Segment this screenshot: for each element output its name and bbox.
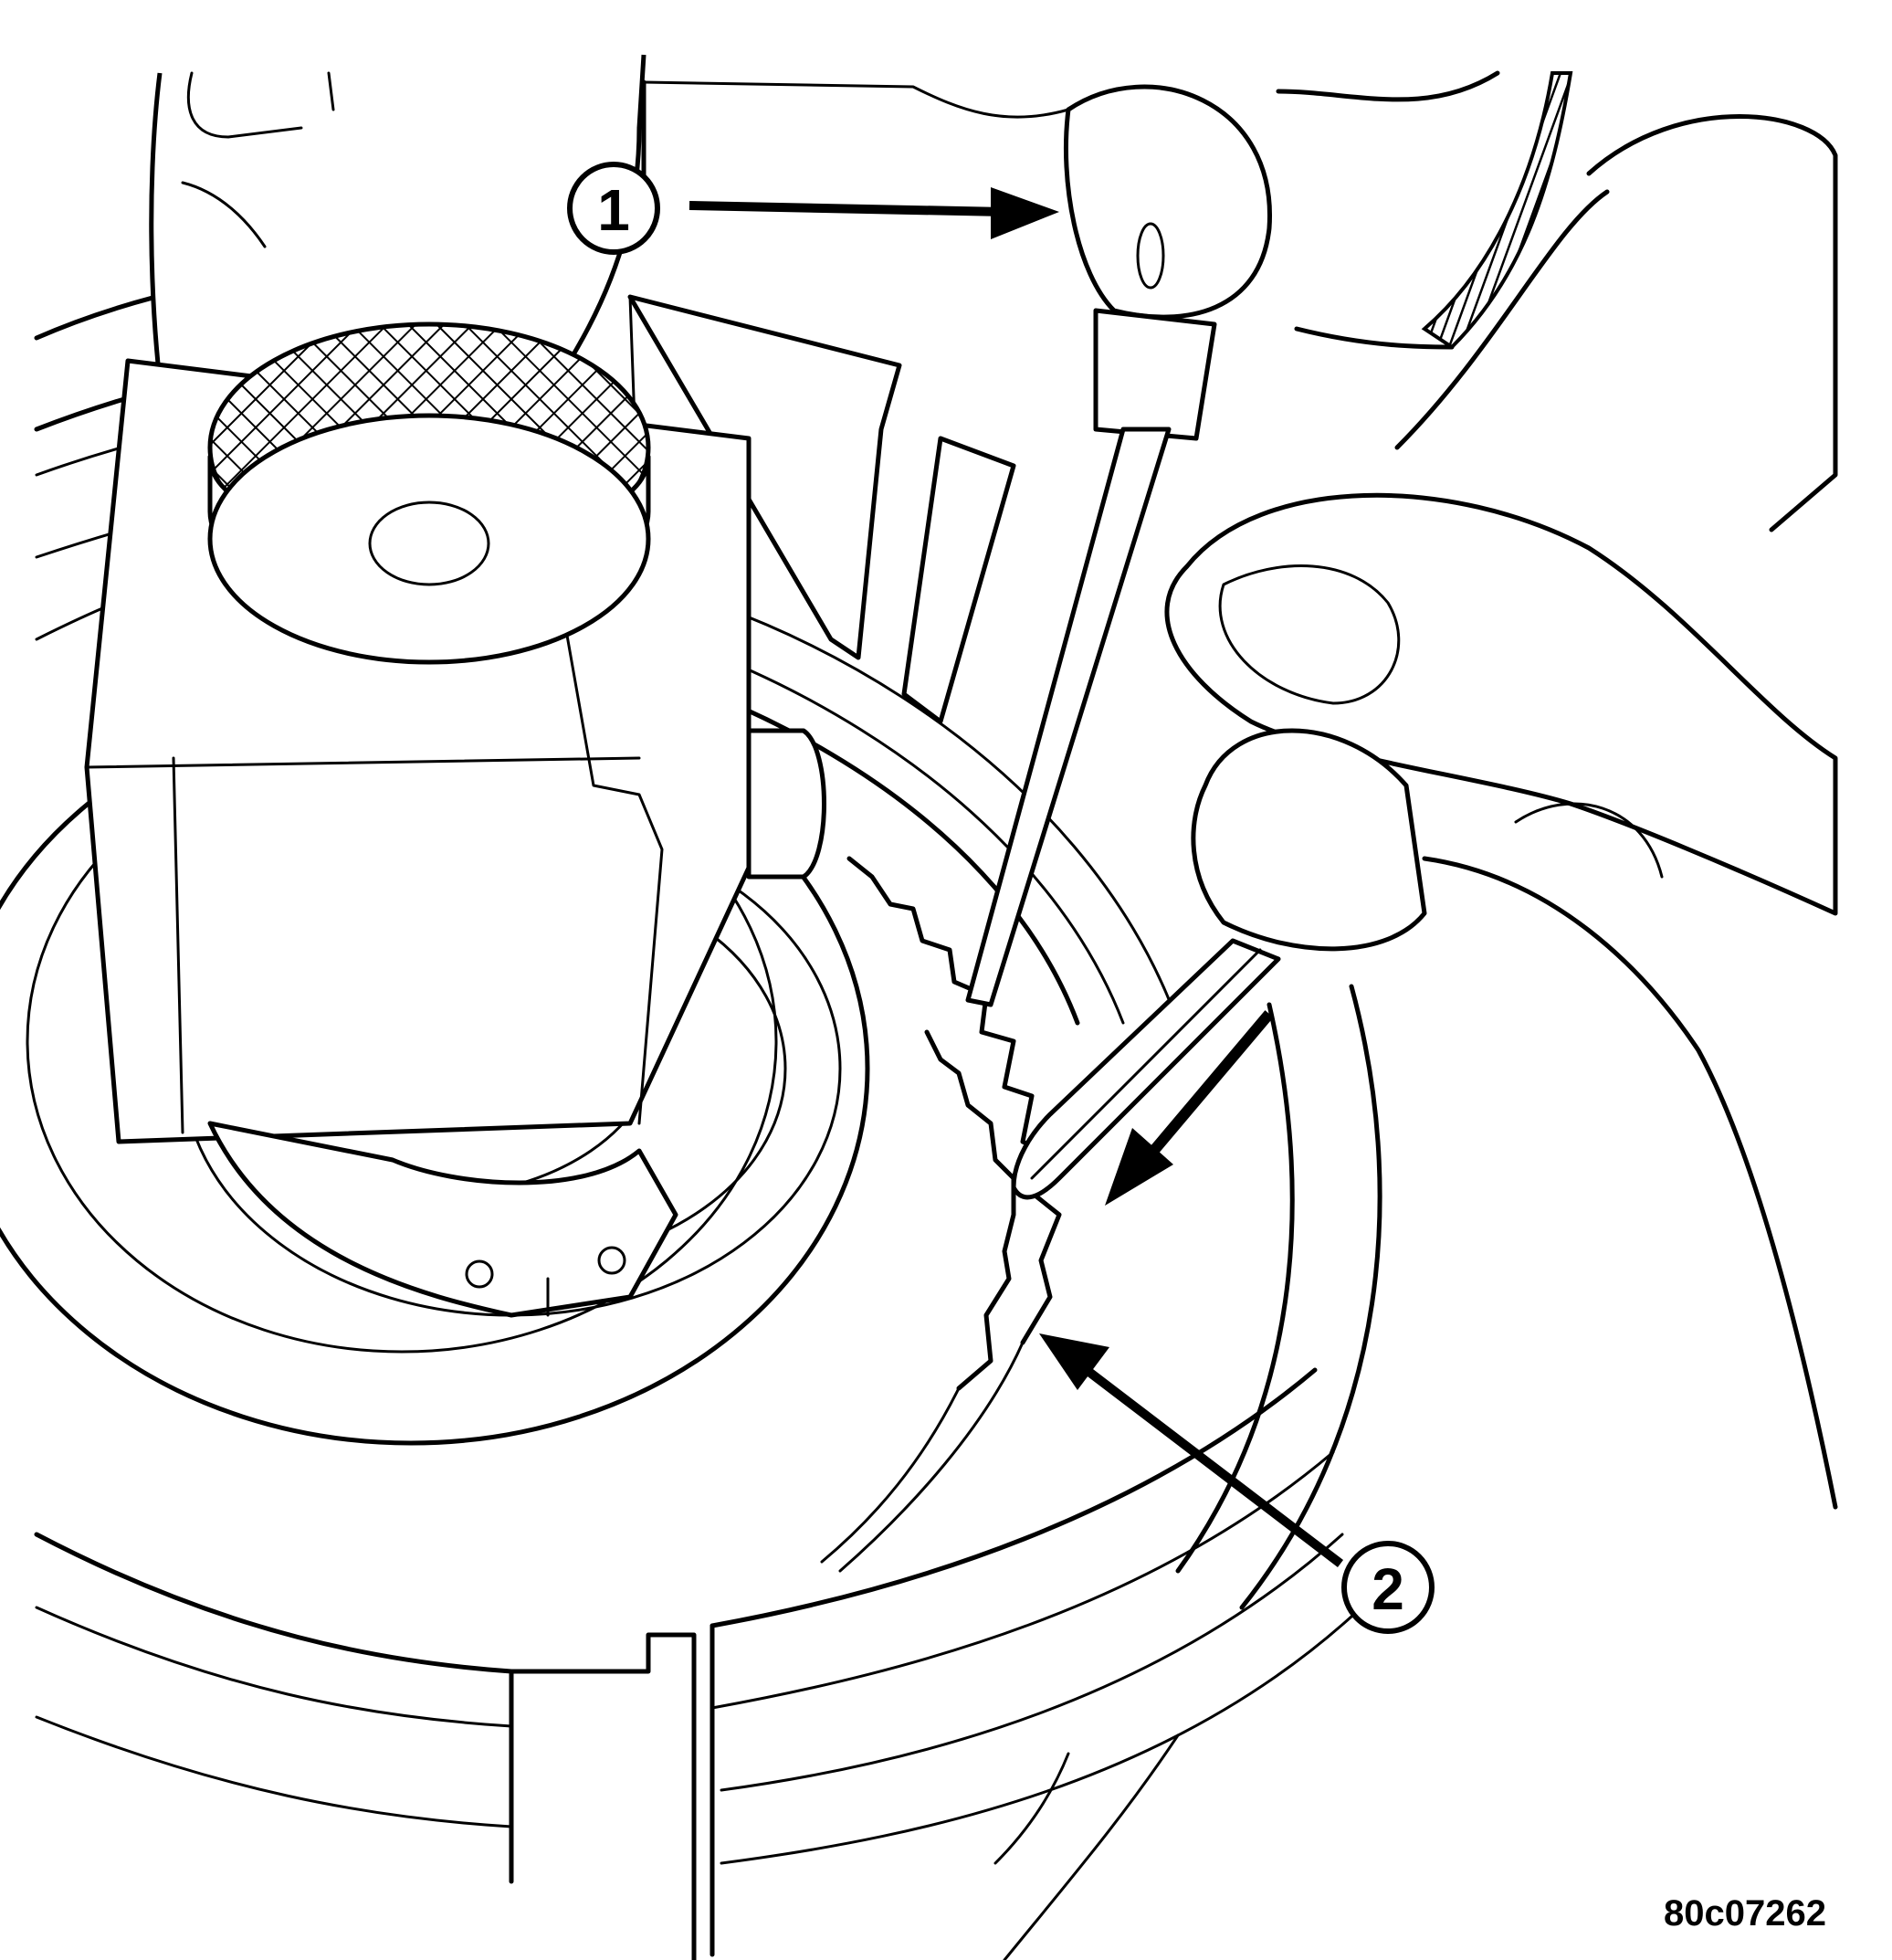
figure-id: 80c07262: [1664, 1893, 1826, 1934]
callout-2-label: 2: [1372, 1556, 1404, 1622]
callout-2-leader: [1083, 1366, 1344, 1567]
callout-2-arrowhead: [1039, 1333, 1109, 1390]
callout-1-label: 1: [597, 177, 630, 243]
snap-ring: [820, 856, 1062, 1573]
spring-compressor-tool: [84, 54, 826, 1318]
callout-1-leader: [688, 201, 1005, 216]
callout-1: 1: [567, 162, 1059, 255]
callout-1-arrowhead: [991, 187, 1059, 239]
screwdriver: [641, 70, 1573, 1007]
hand: [1011, 114, 1838, 1510]
direction-arrow: [1105, 1010, 1274, 1206]
callout-2: 2: [1039, 1333, 1435, 1634]
